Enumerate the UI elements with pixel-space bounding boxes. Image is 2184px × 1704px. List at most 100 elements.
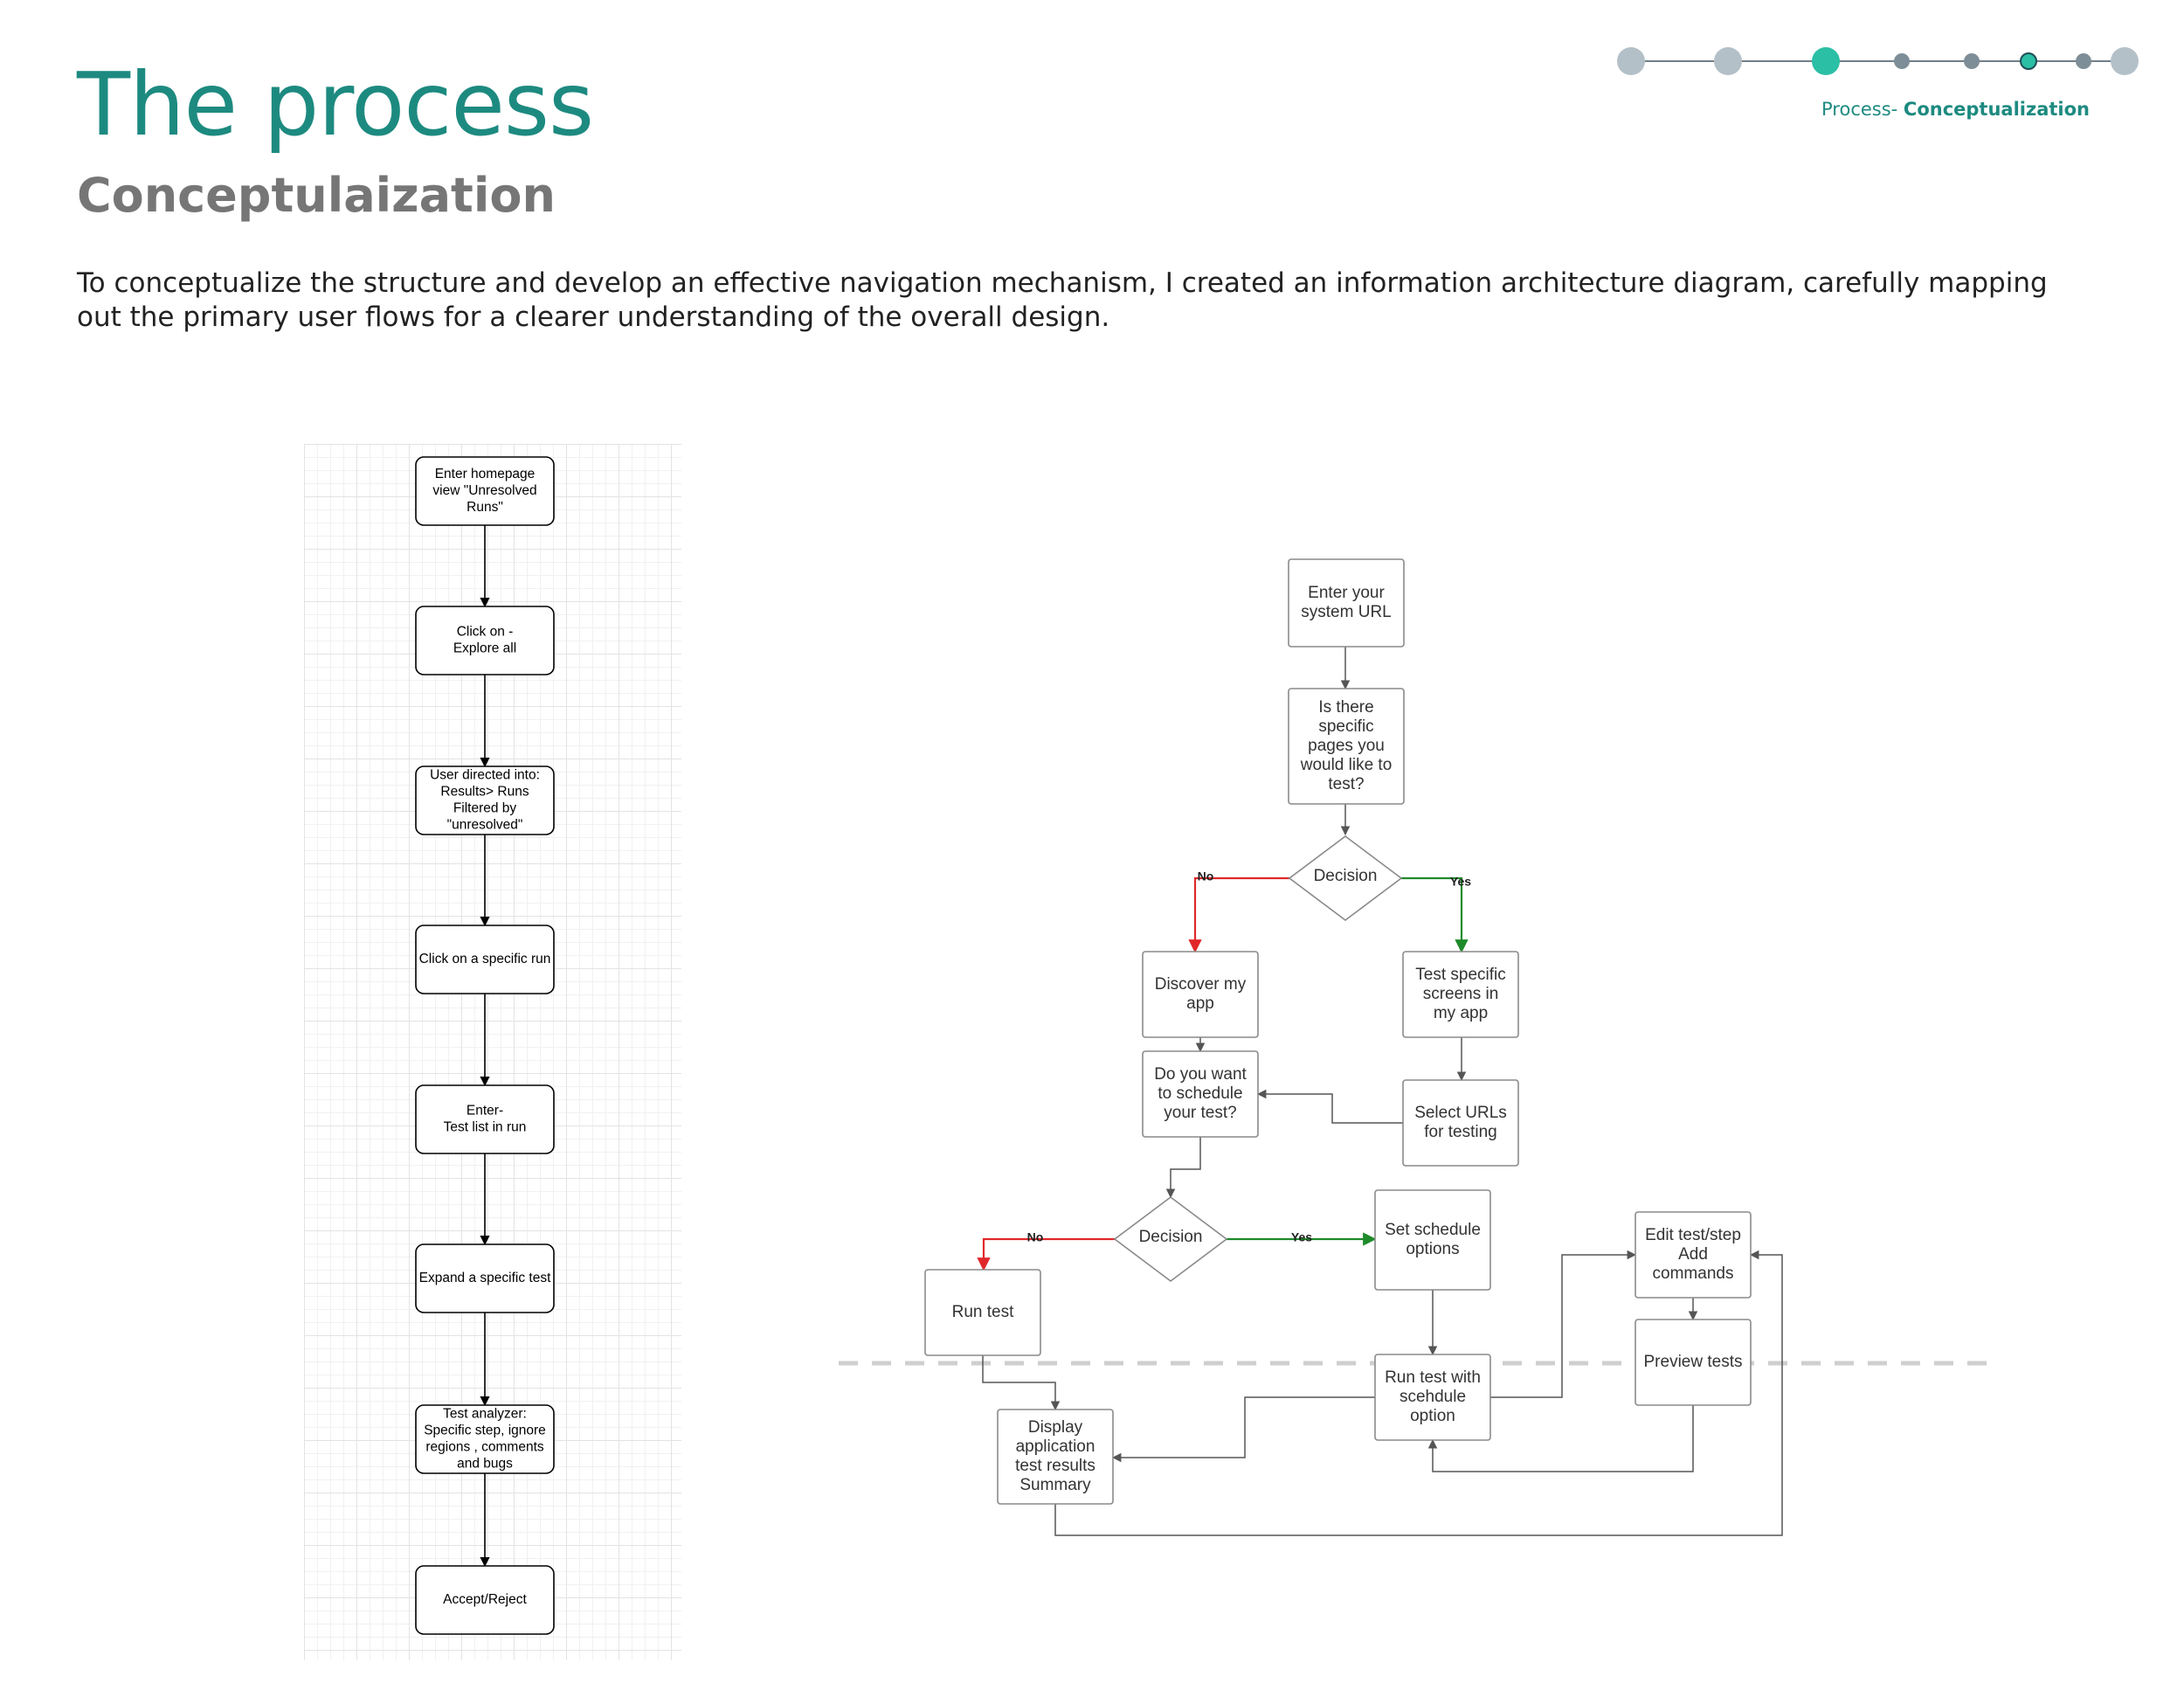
text-line: Select URLs — [1414, 1104, 1507, 1122]
text-line: Test list in run — [444, 1120, 527, 1135]
text-line: Enter your — [1308, 584, 1385, 602]
text-line: User directed into: — [430, 768, 540, 783]
text-line: Is there — [1318, 698, 1373, 717]
text-line: Specific step, ignore — [424, 1423, 546, 1438]
text-line: Summary — [1019, 1476, 1091, 1494]
edge-label: Yes — [1291, 1230, 1312, 1244]
flow-decision-shape — [1288, 835, 1403, 921]
progress-step-dot[interactable] — [1964, 53, 1980, 69]
text-line: Accept/Reject — [443, 1592, 527, 1607]
text-line: application — [1016, 1437, 1095, 1456]
progress-step-dot[interactable] — [2020, 52, 2037, 70]
flow-node-box — [1374, 1354, 1491, 1441]
flow-decision-decision2: Decision — [1113, 1196, 1228, 1282]
flow-decision-decision1: Decision — [1288, 835, 1403, 921]
flow-connector — [1401, 876, 1469, 953]
flow-decision-label: Decision — [1314, 867, 1378, 885]
flow-node-box — [1288, 558, 1405, 648]
flow-node-box — [1402, 951, 1519, 1038]
page-title: The process — [77, 53, 594, 156]
flow-node-box — [1374, 1189, 1491, 1291]
text-line: Discover my — [1155, 975, 1247, 994]
text-line: Do you want — [1154, 1065, 1247, 1084]
text-line: to schedule — [1158, 1084, 1242, 1103]
progress-step-dot[interactable] — [1812, 47, 1840, 75]
left-flow-step-box — [415, 456, 555, 526]
left-flow-step-box — [415, 925, 555, 994]
text-line: Add — [1678, 1245, 1708, 1264]
flow-node-box — [1142, 1050, 1259, 1138]
progress-step-dot[interactable] — [2111, 47, 2139, 75]
left-flow-step: Click on -Explore all — [415, 606, 555, 675]
text-line: Runs" — [467, 500, 503, 515]
flow-node-label: Run test — [952, 1303, 1014, 1321]
text-line: Display — [1028, 1418, 1083, 1437]
breadcrumb-prefix: Process- — [1821, 99, 1904, 120]
left-flow-step-label: Enter-Test list in run — [444, 1104, 527, 1135]
text-line: Edit test/step — [1645, 1226, 1741, 1244]
text-line: would like to — [1300, 756, 1393, 774]
flow-connector — [1165, 1137, 1201, 1199]
flow-connector — [977, 1237, 1115, 1271]
edge-label: Yes — [1450, 875, 1471, 889]
text-line: options — [1406, 1240, 1459, 1258]
left-flow-step-label: Click on a specific run — [419, 952, 551, 966]
flow-node-preview: Preview tests — [1635, 1319, 1752, 1406]
progress-step-dot[interactable] — [1617, 47, 1645, 75]
left-flow-step: Click on a specific run — [415, 925, 555, 994]
progress-step-dot[interactable] — [1714, 47, 1742, 75]
text-line: screens in — [1423, 985, 1499, 1003]
flow-node-box — [924, 1269, 1041, 1356]
text-line: test results — [1015, 1457, 1095, 1475]
text-line: "unresolved" — [447, 818, 523, 833]
text-line: regions , comments — [425, 1440, 543, 1455]
text-line: Test analyzer: — [443, 1407, 527, 1422]
progress-step-dot[interactable] — [2076, 53, 2091, 69]
progress-step-dot[interactable] — [1894, 53, 1910, 69]
left-flow-step: Enter-Test list in run — [415, 1084, 555, 1154]
flow-node-run-test: Run test — [924, 1269, 1041, 1356]
text-line: Run test with — [1385, 1368, 1481, 1387]
flow-node-box — [1142, 951, 1259, 1038]
left-flow-step-label: Click on -Explore all — [453, 625, 516, 656]
left-flow-step-box — [415, 765, 555, 835]
text-line: your test? — [1164, 1104, 1236, 1122]
text-line: Test specific — [1415, 966, 1505, 984]
text-line: Explore all — [453, 641, 516, 656]
left-flow-step-box — [415, 1084, 555, 1154]
flow-node-box — [1402, 1079, 1519, 1167]
text-line: Set schedule — [1385, 1221, 1481, 1239]
flow-decision-label: Decision — [1139, 1228, 1203, 1246]
flow-node-box — [1288, 688, 1405, 805]
text-line: Decision — [1314, 867, 1378, 885]
flow-connector — [1256, 1089, 1403, 1124]
text-line: option — [1410, 1407, 1455, 1425]
flow-connector — [1188, 876, 1289, 953]
text-line: and bugs — [457, 1457, 513, 1472]
left-flow-step: Accept/Reject — [415, 1565, 555, 1635]
flow-connector — [1427, 1405, 1694, 1472]
text-line: commands — [1653, 1264, 1734, 1283]
intro-paragraph: To conceptualize the structure and devel… — [77, 267, 2048, 333]
text-line: for testing — [1424, 1123, 1496, 1141]
flow-connector — [1054, 1250, 1783, 1536]
text-line: Decision — [1139, 1228, 1203, 1246]
text-line: Click on a specific run — [419, 952, 551, 966]
left-flow-step-box — [415, 606, 555, 675]
edge-label: No — [1198, 869, 1214, 883]
left-flow-step-box — [415, 1404, 555, 1474]
